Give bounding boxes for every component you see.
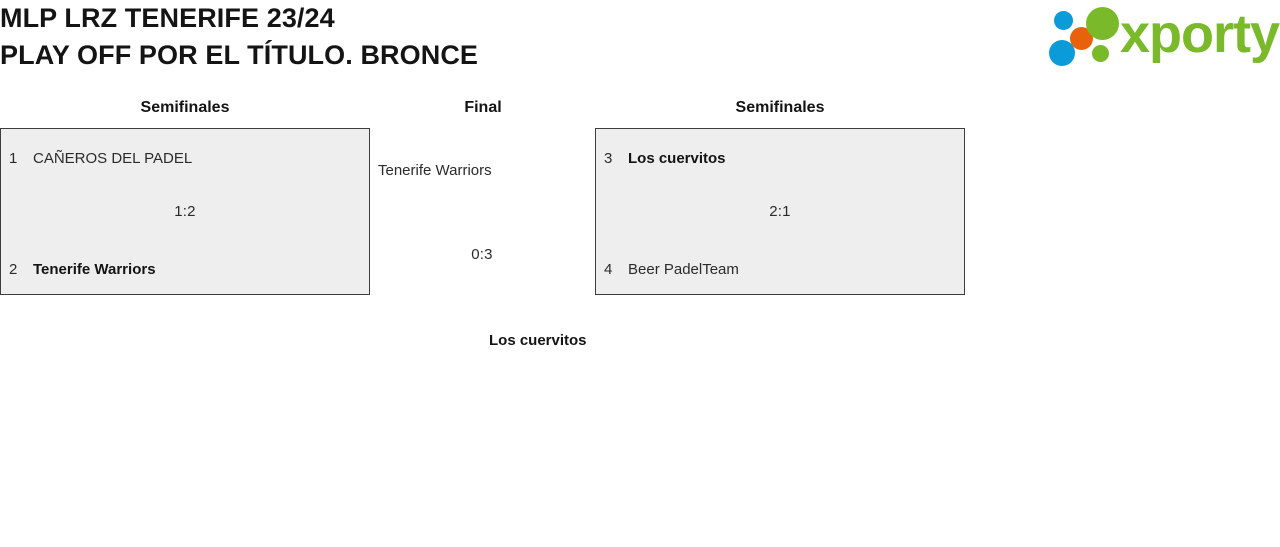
logo-dot-green-large-icon xyxy=(1086,7,1119,40)
tournament-title-line-1: MLP LRZ TENERIFE 23/24 xyxy=(0,3,335,33)
match-semifinal-left[interactable]: 1 CAÑEROS DEL PADEL 1:2 2 Tenerife Warri… xyxy=(0,128,370,295)
tournament-title-block: MLP LRZ TENERIFE 23/24 PLAY OFF POR EL T… xyxy=(0,0,900,70)
team-name: Beer PadelTeam xyxy=(628,260,739,278)
match-score: 1:2 xyxy=(174,203,196,220)
tournament-title-line-2: PLAY OFF POR EL TÍTULO. BRONCE xyxy=(0,40,479,70)
match-score: 2:1 xyxy=(769,203,791,220)
round-title-final: Final xyxy=(464,99,502,116)
team-name: Los cuervitos xyxy=(628,149,726,167)
logo-dot-blue-large-icon xyxy=(1049,40,1075,66)
team-name: CAÑEROS DEL PADEL xyxy=(33,149,193,167)
match-semifinal-right[interactable]: 3 Los cuervitos 2:1 4 Beer PadelTeam xyxy=(595,128,965,295)
logo-dot-orange-icon xyxy=(1070,27,1093,50)
xporty-logo[interactable]: xporty xyxy=(1048,4,1280,67)
logo-wordmark: xporty xyxy=(1120,4,1280,64)
seed-number: 3 xyxy=(604,149,613,167)
match-row-team-1[interactable]: 1 CAÑEROS DEL PADEL xyxy=(1,147,369,169)
final-match-score: 0:3 xyxy=(471,246,493,263)
page-header: MLP LRZ TENERIFE 23/24 PLAY OFF POR EL T… xyxy=(0,0,1280,80)
round-title-semifinal-right: Semifinales xyxy=(735,99,825,116)
logo-dot-blue-small-icon xyxy=(1054,11,1073,30)
logo-dots-icon xyxy=(1048,5,1123,67)
match-row-team-4[interactable]: 4 Beer PadelTeam xyxy=(596,258,964,280)
final-team-finalist[interactable]: Tenerife Warriors xyxy=(378,162,492,179)
seed-number: 2 xyxy=(9,260,18,278)
match-row-team-2[interactable]: 2 Tenerife Warriors xyxy=(1,258,369,280)
seed-number: 1 xyxy=(9,149,18,167)
seed-number: 4 xyxy=(604,260,613,278)
team-name: Tenerife Warriors xyxy=(33,260,156,278)
match-row-team-3[interactable]: 3 Los cuervitos xyxy=(596,147,964,169)
logo-dot-green-small-icon xyxy=(1092,45,1109,62)
round-title-semifinal-left: Semifinales xyxy=(140,99,230,116)
final-team-champion[interactable]: Los cuervitos xyxy=(489,332,587,349)
